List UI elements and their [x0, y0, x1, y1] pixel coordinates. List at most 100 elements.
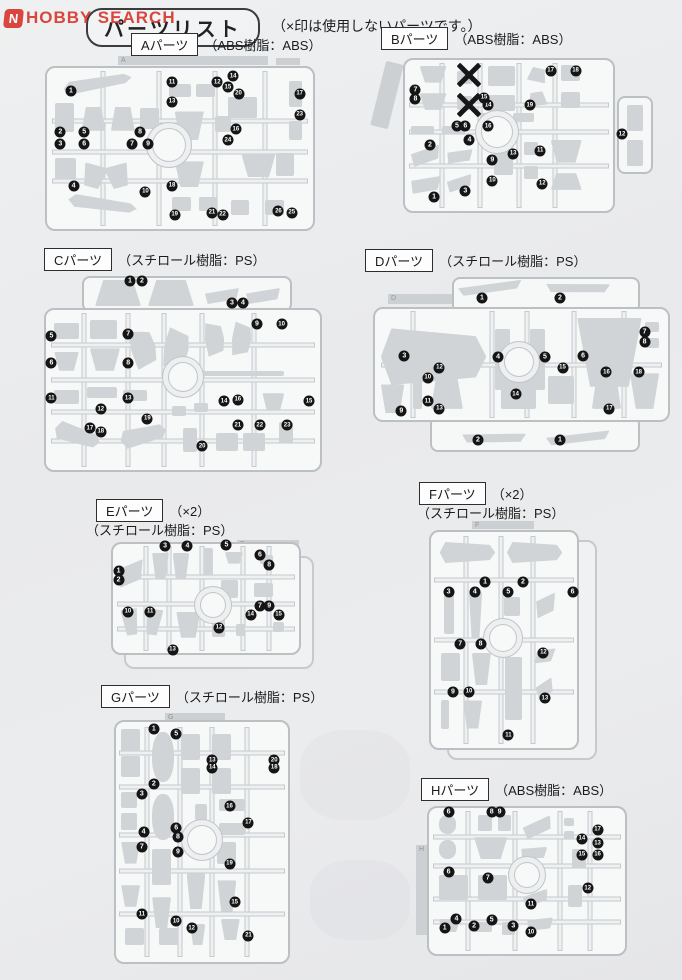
runner-part — [497, 815, 512, 832]
part-number-badge: 7 — [409, 84, 421, 96]
part-number-badge: 5 — [486, 914, 498, 926]
runner-part — [148, 280, 194, 306]
runner-part — [54, 103, 74, 133]
part-number-badge: 15 — [576, 849, 588, 861]
runner-part — [272, 622, 285, 633]
runner-part — [505, 657, 522, 720]
part-number-badge: 11 — [502, 729, 514, 741]
part-number-badge: 3 — [136, 788, 148, 800]
section-material-f: （スチロール樹脂：PS） — [417, 506, 565, 521]
sprue-rail — [557, 810, 563, 952]
part-number-badge: 21 — [242, 930, 254, 942]
sprue-rail — [244, 726, 250, 958]
runner-part — [438, 815, 457, 835]
runner-part — [186, 873, 206, 910]
runner-part — [152, 794, 175, 840]
part-number-badge: 16 — [224, 800, 236, 812]
runner-part — [230, 319, 253, 359]
runner-part — [152, 552, 169, 579]
runner-part — [230, 200, 250, 215]
part-number-badge: 15 — [273, 609, 285, 621]
runner-part — [124, 928, 144, 946]
runner-part — [413, 373, 422, 409]
runner-part — [506, 542, 563, 563]
runner-part — [474, 921, 492, 933]
runner-part — [471, 652, 491, 686]
runner-part — [54, 158, 77, 180]
center-ring — [146, 122, 193, 169]
section-header-a: Aパーツ （ABS樹脂：ABS） — [131, 33, 321, 56]
runner-part — [54, 390, 79, 405]
runner-tab — [276, 58, 300, 65]
part-number-badge: 10 — [276, 318, 288, 330]
runner-part — [214, 116, 231, 133]
section-material-a: （ABS樹脂：ABS） — [204, 38, 322, 53]
runner-part — [262, 393, 285, 411]
part-number-badge: 13 — [122, 392, 134, 404]
part-number-badge: 17 — [84, 422, 96, 434]
part-number-badge: 5 — [45, 330, 57, 342]
part-number-badge: 19 — [141, 413, 153, 425]
runner-part — [591, 373, 622, 409]
part-number-badge: 17 — [592, 824, 604, 836]
runner-part — [172, 406, 186, 416]
part-number-badge: 1 — [439, 922, 451, 934]
sprue-rail — [119, 750, 285, 756]
runner-part — [488, 94, 516, 112]
part-number-badge: 13 — [206, 754, 218, 766]
sprue-rail — [240, 546, 246, 651]
part-number-badge: 11 — [144, 606, 156, 618]
center-ring — [194, 586, 233, 625]
runner-part — [89, 319, 118, 339]
sprue-rail — [262, 71, 268, 226]
runner-part — [121, 755, 141, 778]
runner-part — [411, 126, 435, 134]
part-number-badge: 19 — [169, 209, 181, 220]
runner-part — [564, 818, 575, 826]
part-number-badge: 10 — [122, 606, 134, 618]
part-number-badge: 12 — [95, 403, 107, 415]
part-number-badge: 12 — [433, 362, 445, 374]
runner-part — [224, 551, 244, 564]
part-number-badge: 9 — [447, 686, 459, 698]
part-number-badge: 2 — [424, 139, 436, 151]
runner-part — [183, 428, 197, 453]
sprue-rail — [51, 438, 315, 444]
part-number-badge: 25 — [286, 207, 298, 219]
runner-part — [629, 373, 660, 409]
runner-tab: G — [165, 713, 225, 721]
part-number-badge: 4 — [492, 351, 504, 363]
runner-gate-wedge — [370, 60, 404, 130]
runner-part — [463, 700, 483, 729]
part-number-badge: 10 — [422, 372, 434, 384]
part-number-badge: 10 — [463, 686, 475, 698]
runner-part — [644, 322, 660, 333]
part-number-badge: 3 — [398, 350, 410, 362]
runner-part — [430, 375, 463, 409]
section-material-c: （スチロール樹脂：PS） — [118, 253, 266, 268]
section-multiplier-f: （×2） — [491, 487, 533, 502]
part-number-badge: 9 — [486, 154, 498, 166]
sprue-rail — [552, 63, 558, 208]
runner-part — [202, 370, 285, 376]
runner-part — [215, 433, 238, 451]
scan-bleed-ghost — [310, 860, 410, 940]
part-number-badge: 4 — [463, 134, 475, 146]
part-number-badge: 17 — [603, 403, 615, 415]
sprue-rail — [119, 911, 285, 917]
runner-part — [81, 106, 106, 131]
runner-part — [380, 328, 487, 386]
runner-part — [550, 173, 582, 190]
part-number-badge: 7 — [639, 326, 651, 338]
center-ring — [497, 341, 540, 384]
runner-part — [159, 928, 178, 946]
part-number-badge: 20 — [268, 754, 280, 766]
runner-part — [227, 96, 258, 118]
part-number-badge: 5 — [78, 126, 90, 138]
part-number-badge: 20 — [233, 88, 245, 100]
part-number-badge: 9 — [395, 405, 407, 417]
part-number-badge: 4 — [68, 180, 80, 192]
